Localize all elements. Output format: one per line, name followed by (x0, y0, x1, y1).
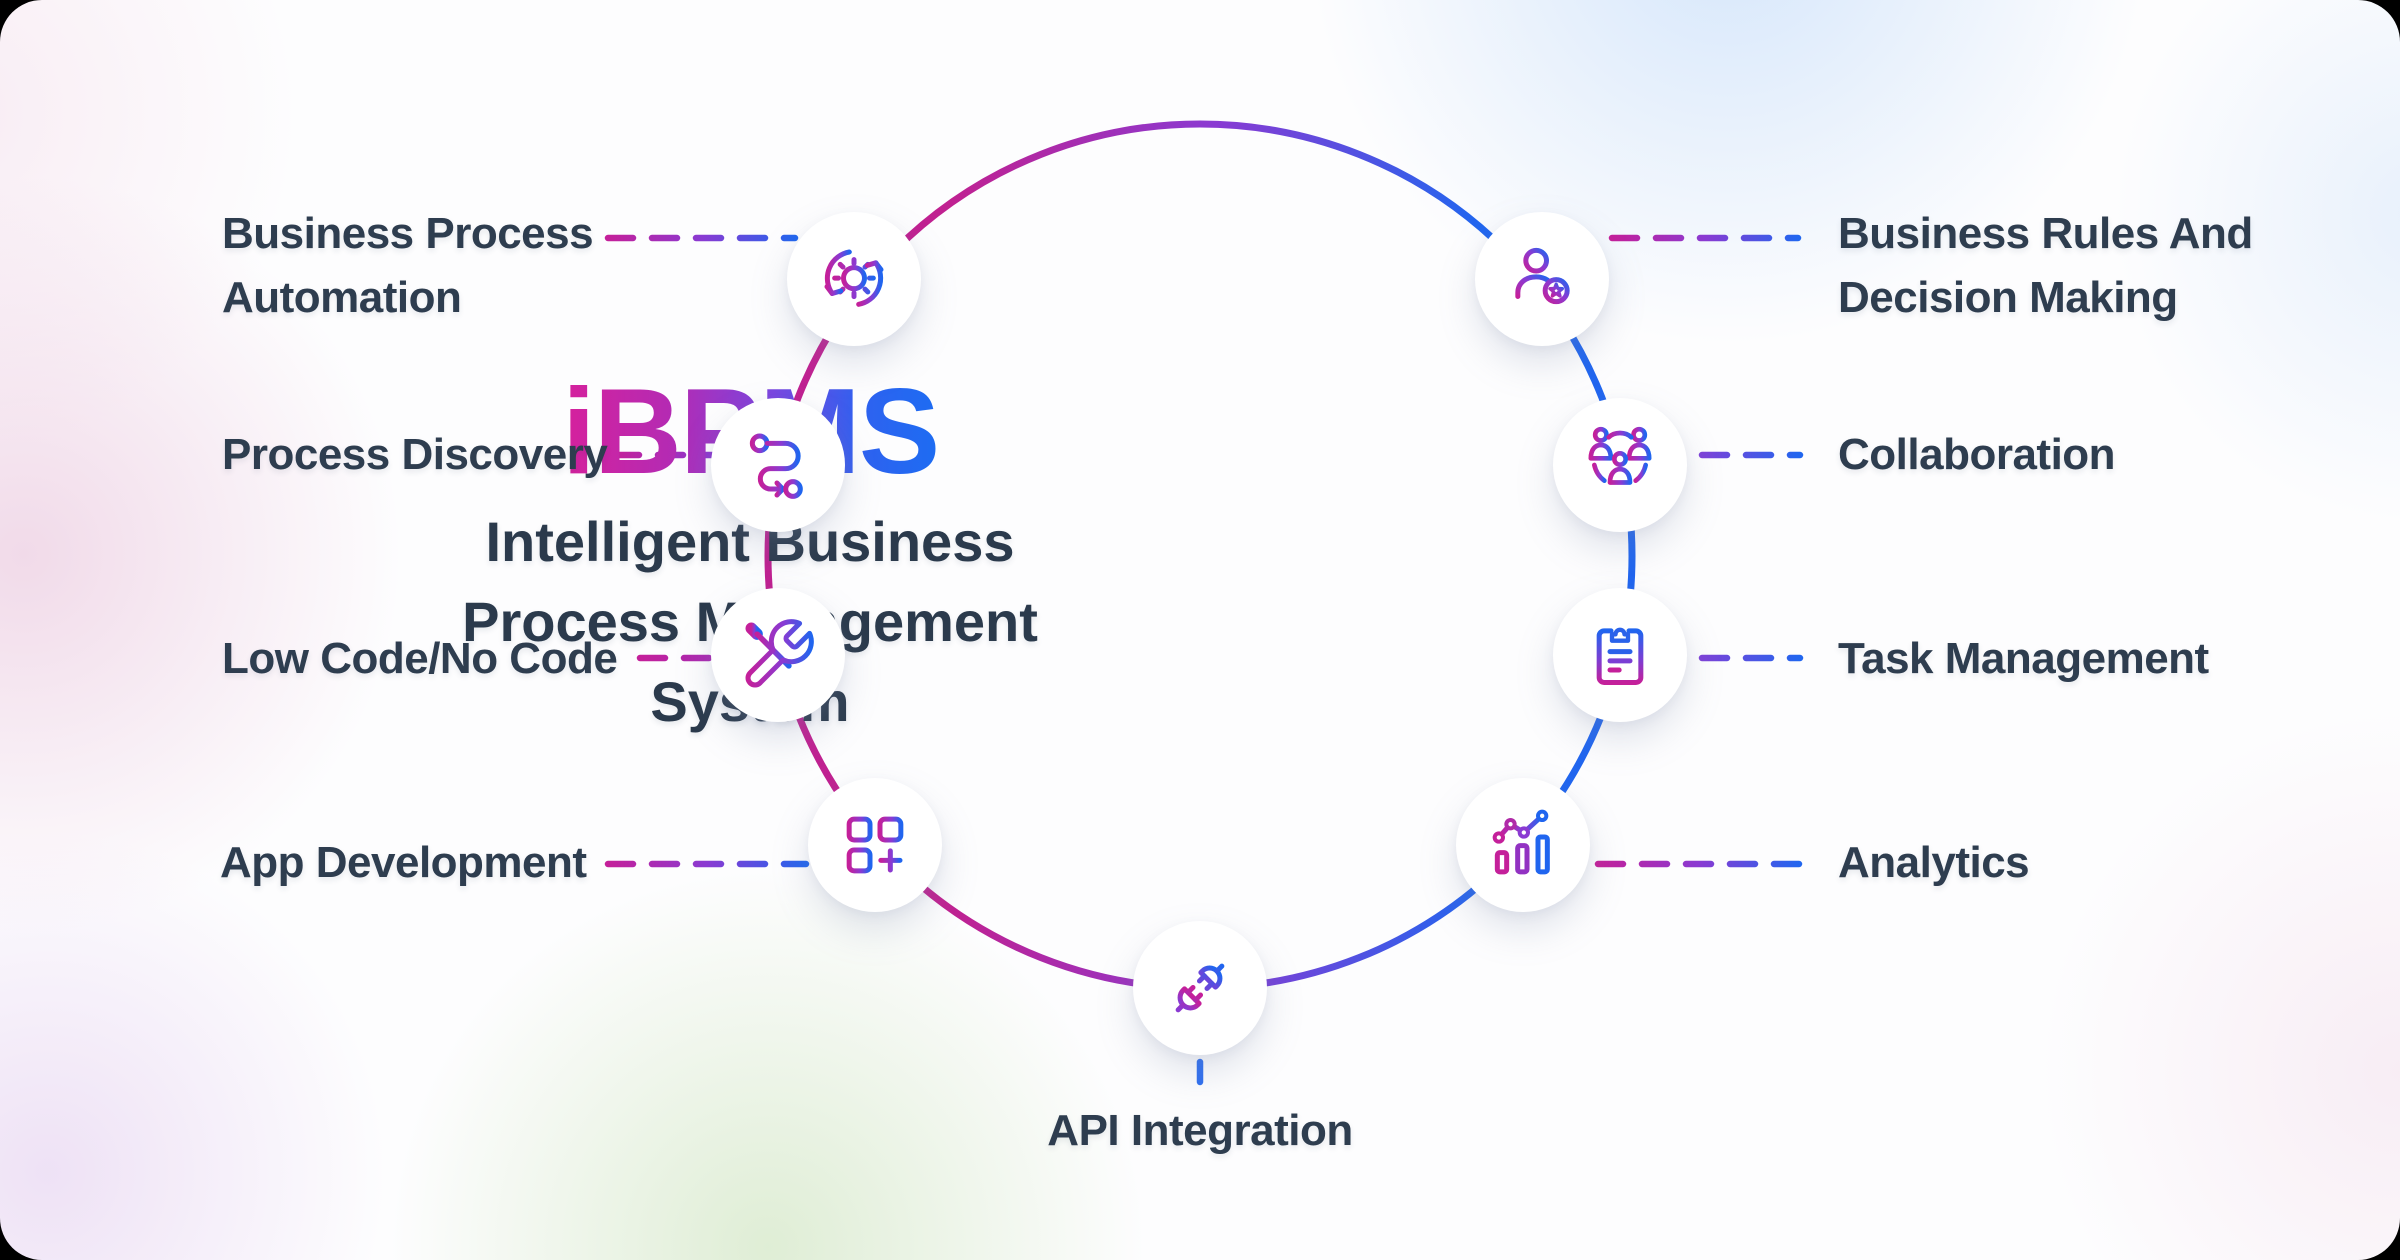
label-task-management: Task Management (1838, 634, 2209, 683)
node-api-integration (1133, 921, 1267, 1055)
label-app-development: App Development (220, 838, 587, 887)
node-task-management (1553, 588, 1687, 722)
label-analytics: Analytics (1838, 838, 2030, 887)
bar-line-chart-icon (1492, 809, 1550, 875)
label-process-discovery: Process Discovery (222, 430, 608, 479)
node-process-discovery (711, 398, 845, 532)
tools-icon (745, 619, 814, 688)
node-business-rules (1475, 212, 1609, 346)
label-business-process-automation: Business Process Automation (222, 209, 594, 322)
clipboard-icon (1596, 627, 1644, 685)
sync-gear-icon (824, 249, 884, 307)
node-analytics (1456, 778, 1590, 912)
process-flow-icon (749, 433, 803, 499)
node-business-process-automation (787, 212, 921, 346)
people-group-icon (1588, 426, 1652, 485)
apps-plus-icon (846, 816, 904, 874)
label-business-rules: Business Rules And Decision Making (1838, 209, 2253, 322)
label-collaboration: Collaboration (1838, 430, 2116, 479)
node-app-development (808, 778, 942, 912)
node-collaboration (1553, 398, 1687, 532)
person-star-icon (1515, 247, 1570, 305)
label-api-integration: API Integration (1047, 1106, 1353, 1155)
plug-icon (1175, 963, 1225, 1013)
label-low-code-no-code: Low Code/No Code (222, 634, 618, 683)
node-low-code-no-code (711, 588, 845, 722)
